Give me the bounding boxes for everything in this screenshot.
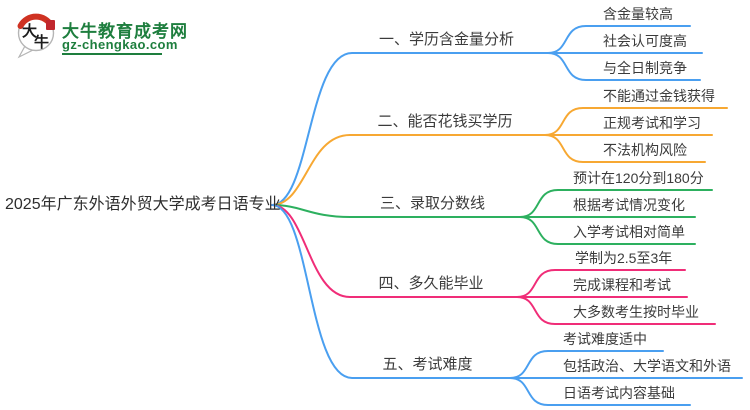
branch-2-fork-bottom xyxy=(544,134,706,163)
leaf-node-1-3: 与全日制竞争 xyxy=(603,60,687,76)
leaf-node-5-3: 日语考试内容基础 xyxy=(563,385,675,401)
site-logo-domain: gz-chengkao.com xyxy=(62,37,178,52)
branch-1-fork-bottom xyxy=(547,52,701,81)
leaf-node-4-3: 大多数考生按时毕业 xyxy=(573,304,699,320)
root-node: 2025年广东外语外贸大学成考日语专业 xyxy=(5,196,281,213)
branch-5-line xyxy=(271,204,511,379)
leaf-node-3-1: 预计在120分到180分 xyxy=(573,170,704,186)
leaf-node-5-2: 包括政治、大学语文和外语 xyxy=(563,358,731,374)
branch-2-line xyxy=(271,134,546,206)
leaf-node-2-2: 正规考试和学习 xyxy=(603,115,701,131)
branch-4-fork-bottom xyxy=(516,296,716,325)
branch-1-line xyxy=(271,52,549,206)
site-logo-underline xyxy=(62,53,162,55)
leaf-node-1-1: 含金量较高 xyxy=(603,6,673,22)
logo-seal xyxy=(46,20,55,30)
site-logo-icon: 大 牛 xyxy=(17,13,55,59)
branch-node-1: 一、学历含金量分析 xyxy=(378,31,514,48)
branch-5-fork-bottom xyxy=(509,377,691,406)
site-logo-title: 大牛教育成考网 xyxy=(62,22,188,41)
leaf-node-3-2: 根据考试情况变化 xyxy=(573,197,685,213)
leaf-node-2-1: 不能通过金钱获得 xyxy=(603,88,715,104)
leaf-node-1-2: 社会认可度高 xyxy=(603,33,687,49)
branch-node-2: 二、能否花钱买学历 xyxy=(377,113,513,130)
leaf-node-4-1: 学制为2.5至3年 xyxy=(575,250,673,266)
leaf-node-3-3: 入学考试相对简单 xyxy=(573,224,685,240)
branch-node-3: 三、录取分数线 xyxy=(379,195,485,212)
leaf-node-2-3: 不法机构风险 xyxy=(603,142,687,158)
branch-node-4: 四、多久能毕业 xyxy=(378,275,484,292)
logo-char-da: 大 xyxy=(22,22,37,40)
logo-char-niu: 牛 xyxy=(34,33,49,51)
branch-node-5: 五、考试难度 xyxy=(382,356,473,373)
leaf-node-5-1: 考试难度适中 xyxy=(563,331,647,347)
leaf-node-4-2: 完成课程和考试 xyxy=(573,277,671,293)
branch-4-line xyxy=(271,204,518,298)
branch-3-line xyxy=(271,204,521,218)
branch-3-fork-bottom xyxy=(519,216,696,245)
site-logo: 大 牛 大牛教育成考网 gz-chengkao.com xyxy=(15,11,187,59)
